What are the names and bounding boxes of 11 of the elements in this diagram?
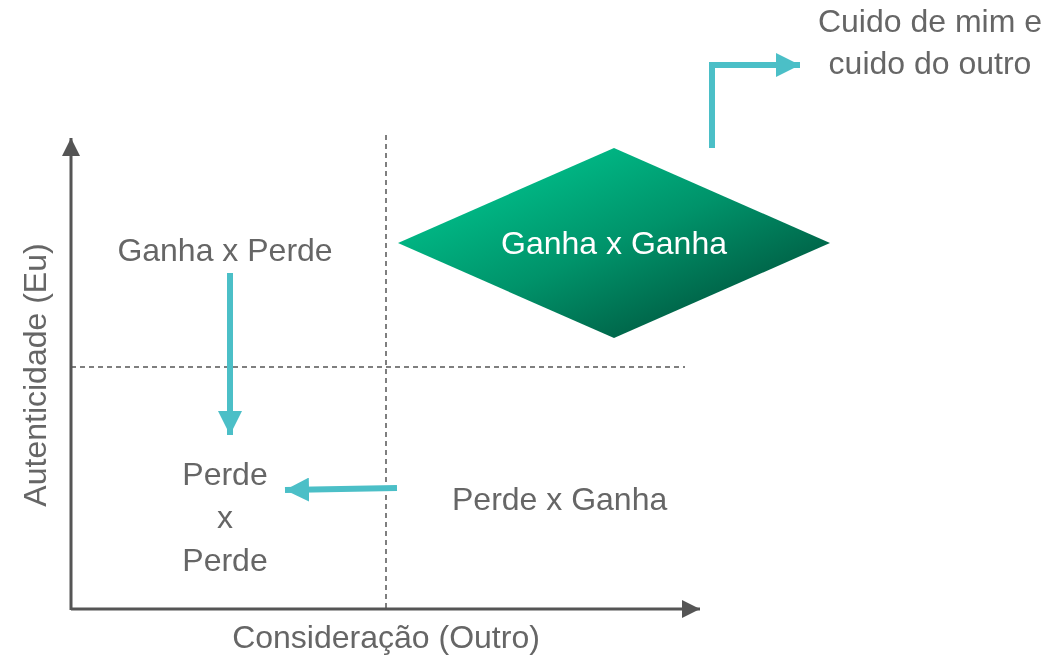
quadrant-label: Perde x Ganha: [452, 481, 668, 517]
arrow: [284, 477, 398, 502]
quadrant-label: Ganha x Perde: [117, 232, 333, 268]
axis-title: Autenticidade (Eu): [16, 243, 54, 507]
arrow: [218, 273, 242, 435]
quadrant-label: Perde x Perde: [182, 456, 268, 578]
quadrant-label: Cuido de mim e cuido do outro: [817, 3, 1043, 81]
diamond-shape: [398, 148, 830, 338]
axis-title: Consideração (Outro): [232, 618, 540, 657]
quadrant-label: Ganha x Ganha: [501, 224, 727, 263]
arrow: [709, 53, 800, 148]
